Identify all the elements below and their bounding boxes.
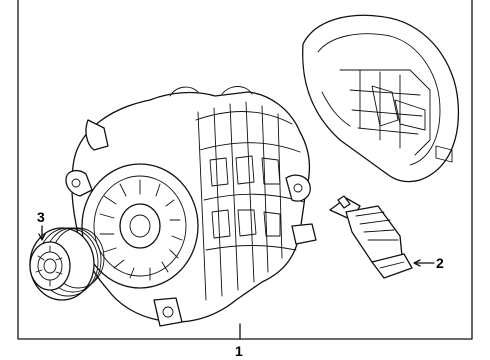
voltage-regulator-illustration xyxy=(329,195,413,279)
rear-cover-illustration xyxy=(302,14,460,183)
callout-1: 1 xyxy=(235,343,243,359)
leader-arrow-2 xyxy=(413,259,435,267)
leader-arrow-3 xyxy=(38,225,46,241)
callout-3: 3 xyxy=(37,209,45,225)
diagram-frame xyxy=(17,0,473,340)
callout-2: 2 xyxy=(436,255,444,271)
pulley-illustration xyxy=(29,227,105,301)
alternator-illustration xyxy=(65,86,317,327)
